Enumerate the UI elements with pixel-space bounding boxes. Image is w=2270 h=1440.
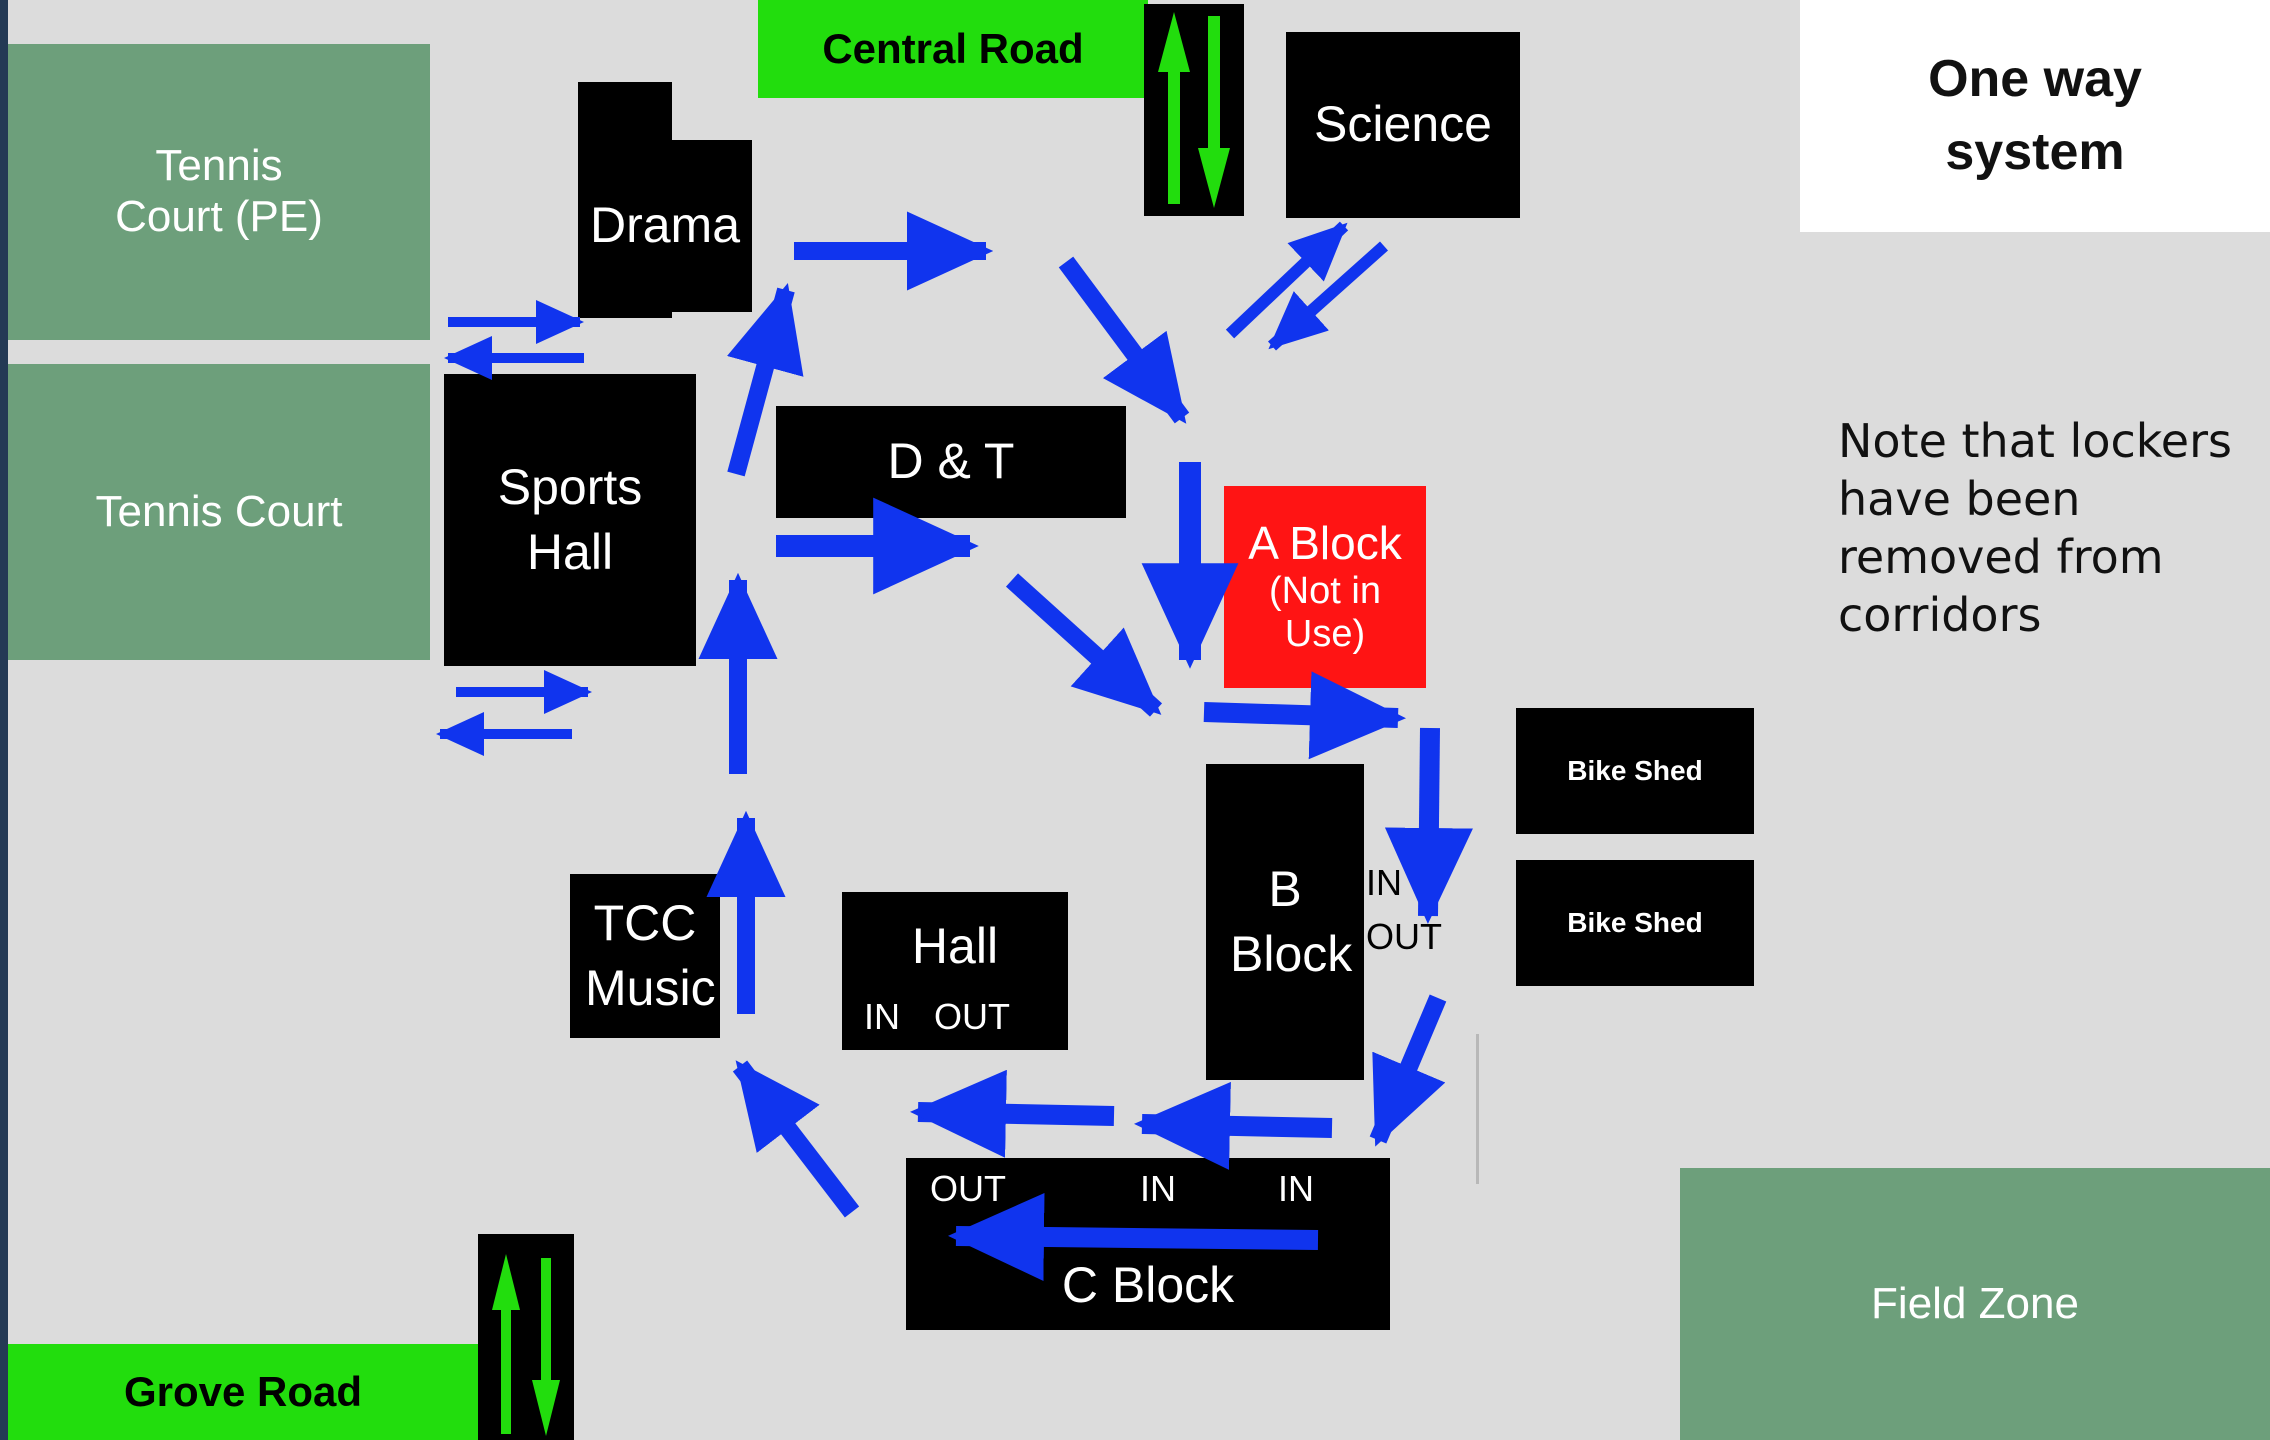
two-way-traffic-icon <box>1158 12 1230 208</box>
map-title-box: One way system <box>1800 0 2270 232</box>
hall-out-label: OUT <box>934 996 1010 1037</box>
hall-building: Hall <box>842 892 1068 1050</box>
arrow-dt-diagonal <box>1005 573 1163 717</box>
tennis-court-label: Tennis Court <box>95 486 343 536</box>
science-building: Science <box>1286 32 1520 218</box>
drama-label: Drama <box>589 197 741 254</box>
central-road-traffic-box <box>1144 4 1244 216</box>
a-block-building: A Block (Not in Use) <box>1224 486 1426 688</box>
sports-hall-building: Sports Hall <box>444 374 696 666</box>
grove-road-traffic-box <box>478 1234 574 1440</box>
dt-label: D & T <box>887 433 1015 490</box>
b-block-building: B Block <box>1206 764 1364 1080</box>
arrow-from-science <box>1268 241 1388 351</box>
arrow-c-block-left-2 <box>910 1069 1115 1158</box>
science-label: Science <box>1314 96 1492 153</box>
map-title: One way system <box>1928 50 2142 181</box>
bike-shed-2-label: Bike Shed <box>1567 906 1703 938</box>
arrow-to-science <box>1225 221 1349 339</box>
bike-shed-1: Bike Shed <box>1516 708 1754 834</box>
hall-label: Hall <box>911 918 999 974</box>
arrow-above-b-block <box>1203 671 1406 760</box>
a-block-status: (Not in Use) <box>1269 569 1381 656</box>
grove-road: Grove Road <box>8 1344 478 1440</box>
drama-building-main: Drama <box>578 140 752 312</box>
sports-hall-label: Sports Hall <box>497 459 643 580</box>
arrow-inside-c-block <box>948 1192 1319 1281</box>
bike-shed-2: Bike Shed <box>1516 860 1754 986</box>
central-road-label: Central Road <box>822 24 1084 72</box>
field-zone: Field Zone <box>1680 1168 2270 1440</box>
tcc-music-label: TCC Music <box>585 895 716 1016</box>
arrow-top-diagonal <box>1058 256 1190 424</box>
lockers-note: Note that lockers have been removed from… <box>1838 414 2232 642</box>
tennis-court: Tennis Court <box>8 364 430 660</box>
arrow-down-to-c-block <box>1369 994 1447 1147</box>
field-zone-label: Field Zone <box>1871 1278 2079 1328</box>
central-road: Central Road <box>758 0 1148 98</box>
grove-road-label: Grove Road <box>123 1367 363 1415</box>
arrow-down-b-block <box>1384 727 1473 924</box>
c-block-in-label-2: IN <box>1278 1168 1314 1209</box>
arrow-c-block-to-music <box>732 1060 860 1218</box>
bike-shed-1-label: Bike Shed <box>1567 754 1703 786</box>
tennis-court-pe: Tennis Court (PE) <box>8 44 430 340</box>
c-block-in-label-1: IN <box>1140 1168 1176 1209</box>
a-block-label: A Block <box>1248 516 1402 569</box>
divider-line <box>1476 1034 1479 1184</box>
tennis-court-pe-label: Tennis Court (PE) <box>115 141 323 241</box>
arrow-c-block-left-1 <box>1134 1081 1333 1170</box>
arrow-up-to-top <box>727 283 804 477</box>
hall-in-label: IN <box>864 996 900 1037</box>
two-way-traffic-icon <box>492 1254 560 1436</box>
b-block-label: B Block <box>1230 861 1353 982</box>
c-block-label: C Block <box>1061 1256 1235 1313</box>
tcc-music-building: TCC Music <box>570 874 720 1038</box>
left-edge-bar <box>0 0 8 1440</box>
